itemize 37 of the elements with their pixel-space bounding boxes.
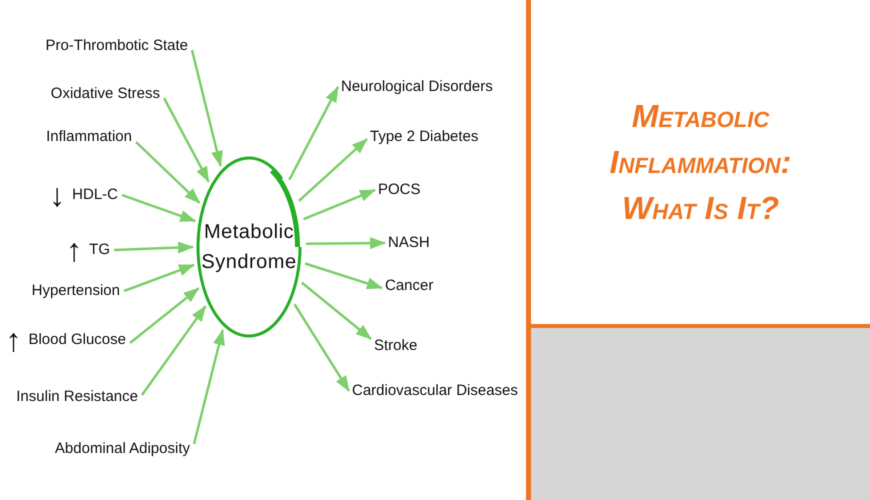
factor-label: HDL-C	[72, 186, 118, 204]
condition-label: Neurological Disorders	[341, 78, 493, 96]
arrow	[122, 194, 196, 222]
factor-label: TG	[89, 241, 110, 259]
condition-label: Type 2 Diabetes	[370, 128, 478, 146]
condition-label: NASH	[388, 234, 430, 252]
trend-arrow: ↑	[66, 232, 82, 268]
condition-label: Stroke	[374, 337, 418, 355]
arrow	[304, 262, 383, 290]
arrow	[135, 141, 200, 204]
arrow	[293, 304, 350, 392]
factor-label: Insulin Resistance	[16, 388, 138, 406]
arrow	[301, 282, 372, 340]
condition-label: POCS	[378, 181, 421, 199]
arrow	[190, 50, 223, 167]
condition-label: Cancer	[385, 277, 434, 295]
trend-arrow: ↑	[5, 322, 22, 358]
factor-label: Inflammation	[46, 128, 132, 146]
arrow	[124, 264, 195, 292]
arrow	[303, 188, 376, 220]
condition-label: Cardiovascular Diseases	[352, 382, 518, 400]
arrow	[114, 242, 194, 254]
arrow	[129, 287, 200, 344]
factor-label: Abdominal Adiposity	[54, 440, 190, 458]
arrow	[192, 329, 225, 444]
arrow	[298, 138, 368, 202]
arrow	[162, 97, 210, 183]
title: Metabolic Inflammation: What Is It?	[608, 97, 792, 228]
factor-label: Blood Glucose	[28, 331, 126, 349]
factor-label: Pro-Thrombotic State	[45, 37, 188, 55]
hub-label: Metabolic Syndrome	[200, 220, 298, 275]
factor-label: Hypertension	[32, 282, 120, 300]
arrow	[140, 305, 207, 396]
arrow	[288, 86, 340, 180]
arrow	[306, 237, 386, 250]
trend-arrow: ↓	[49, 177, 66, 213]
factor-label: Oxidative Stress	[50, 85, 160, 103]
